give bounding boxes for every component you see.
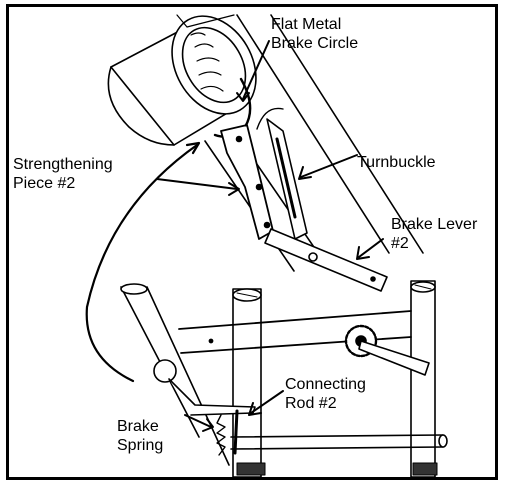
label-strengthening-piece: Strengthening Piece #2 bbox=[13, 156, 113, 192]
label-connecting-rod: Connecting Rod #2 bbox=[285, 376, 366, 412]
label-flat-metal-brake-circle: Flat Metal Brake Circle bbox=[271, 16, 359, 52]
brake-assembly-illustration bbox=[85, 14, 448, 477]
bolt-icon bbox=[255, 183, 263, 191]
bolt-icon bbox=[235, 135, 243, 143]
label-brake-spring: Brake Spring bbox=[117, 418, 164, 454]
bolt-icon bbox=[263, 221, 271, 229]
connecting-rod-shape bbox=[233, 409, 239, 455]
label-brake-lever: Brake Lever #2 bbox=[391, 216, 478, 252]
brake-lever-shape bbox=[264, 228, 388, 292]
diagram-frame: Flat Metal Brake Circle Strengthening Pi… bbox=[6, 4, 498, 480]
lower-frame bbox=[120, 280, 448, 477]
drum-axle bbox=[107, 14, 257, 146]
label-turnbuckle: Turnbuckle bbox=[357, 154, 436, 171]
strengthening-piece-shape bbox=[220, 124, 274, 240]
ratchet-gear bbox=[344, 324, 430, 376]
pivot-icon bbox=[308, 252, 318, 262]
turnbuckle-shape bbox=[256, 107, 308, 254]
brake-wheel bbox=[153, 359, 256, 416]
brake-spring-shape bbox=[216, 414, 226, 456]
callout-arrows bbox=[156, 40, 384, 432]
